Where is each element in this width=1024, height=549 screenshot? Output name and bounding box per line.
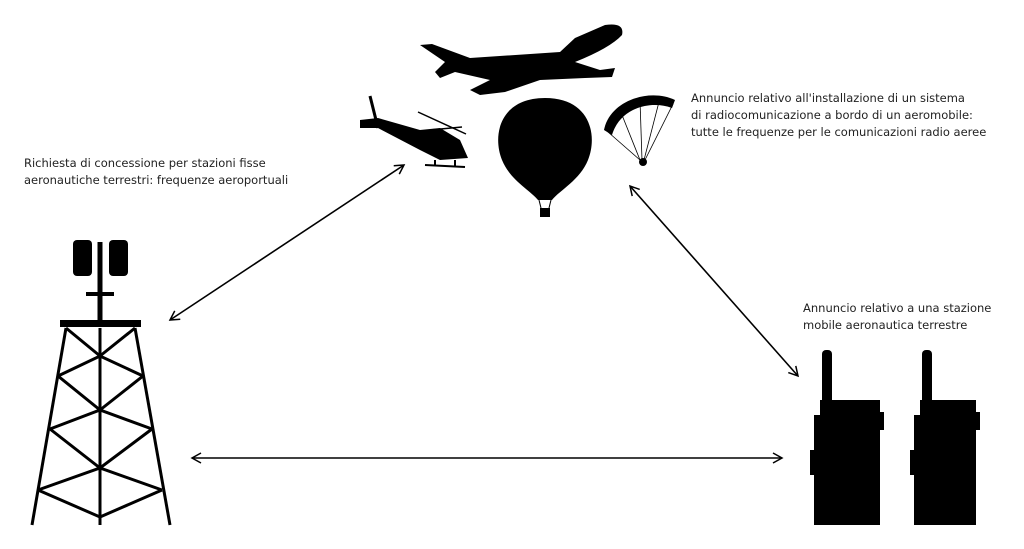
label-line: tutte le frequenze per le comunicazioni … (691, 125, 987, 139)
label-line: aeronautiche terrestri: frequenze aeropo… (24, 173, 289, 187)
label-line: mobile aeronautica terrestre (803, 318, 968, 332)
label-line: Annuncio relativo a una stazione (803, 301, 992, 315)
airplane-icon (420, 24, 623, 95)
aircraft-label: Annuncio relativo all'installazione di u… (691, 90, 986, 141)
arrows (168, 164, 800, 464)
hot-air-balloon-icon (498, 98, 592, 217)
label-line: di radiocomunicazione a bordo di un aero… (691, 108, 973, 122)
fixed-station-label: Richiesta di concessione per stazioni fi… (24, 155, 288, 189)
arrow-aircraft-mobile (628, 184, 800, 378)
mobile-station-label: Annuncio relativo a una stazione mobile … (803, 300, 991, 334)
label-line: Richiesta di concessione per stazioni fi… (24, 156, 266, 170)
arrow-tower-aircraft (168, 164, 406, 321)
helicopter-icon (360, 95, 468, 168)
paraglider-icon (604, 95, 675, 166)
radio-tower-icon (30, 240, 172, 526)
walkie-talkie-icon (810, 350, 884, 525)
walkie-talkie-icon (910, 350, 980, 525)
label-line: Annuncio relativo all'installazione di u… (691, 91, 965, 105)
